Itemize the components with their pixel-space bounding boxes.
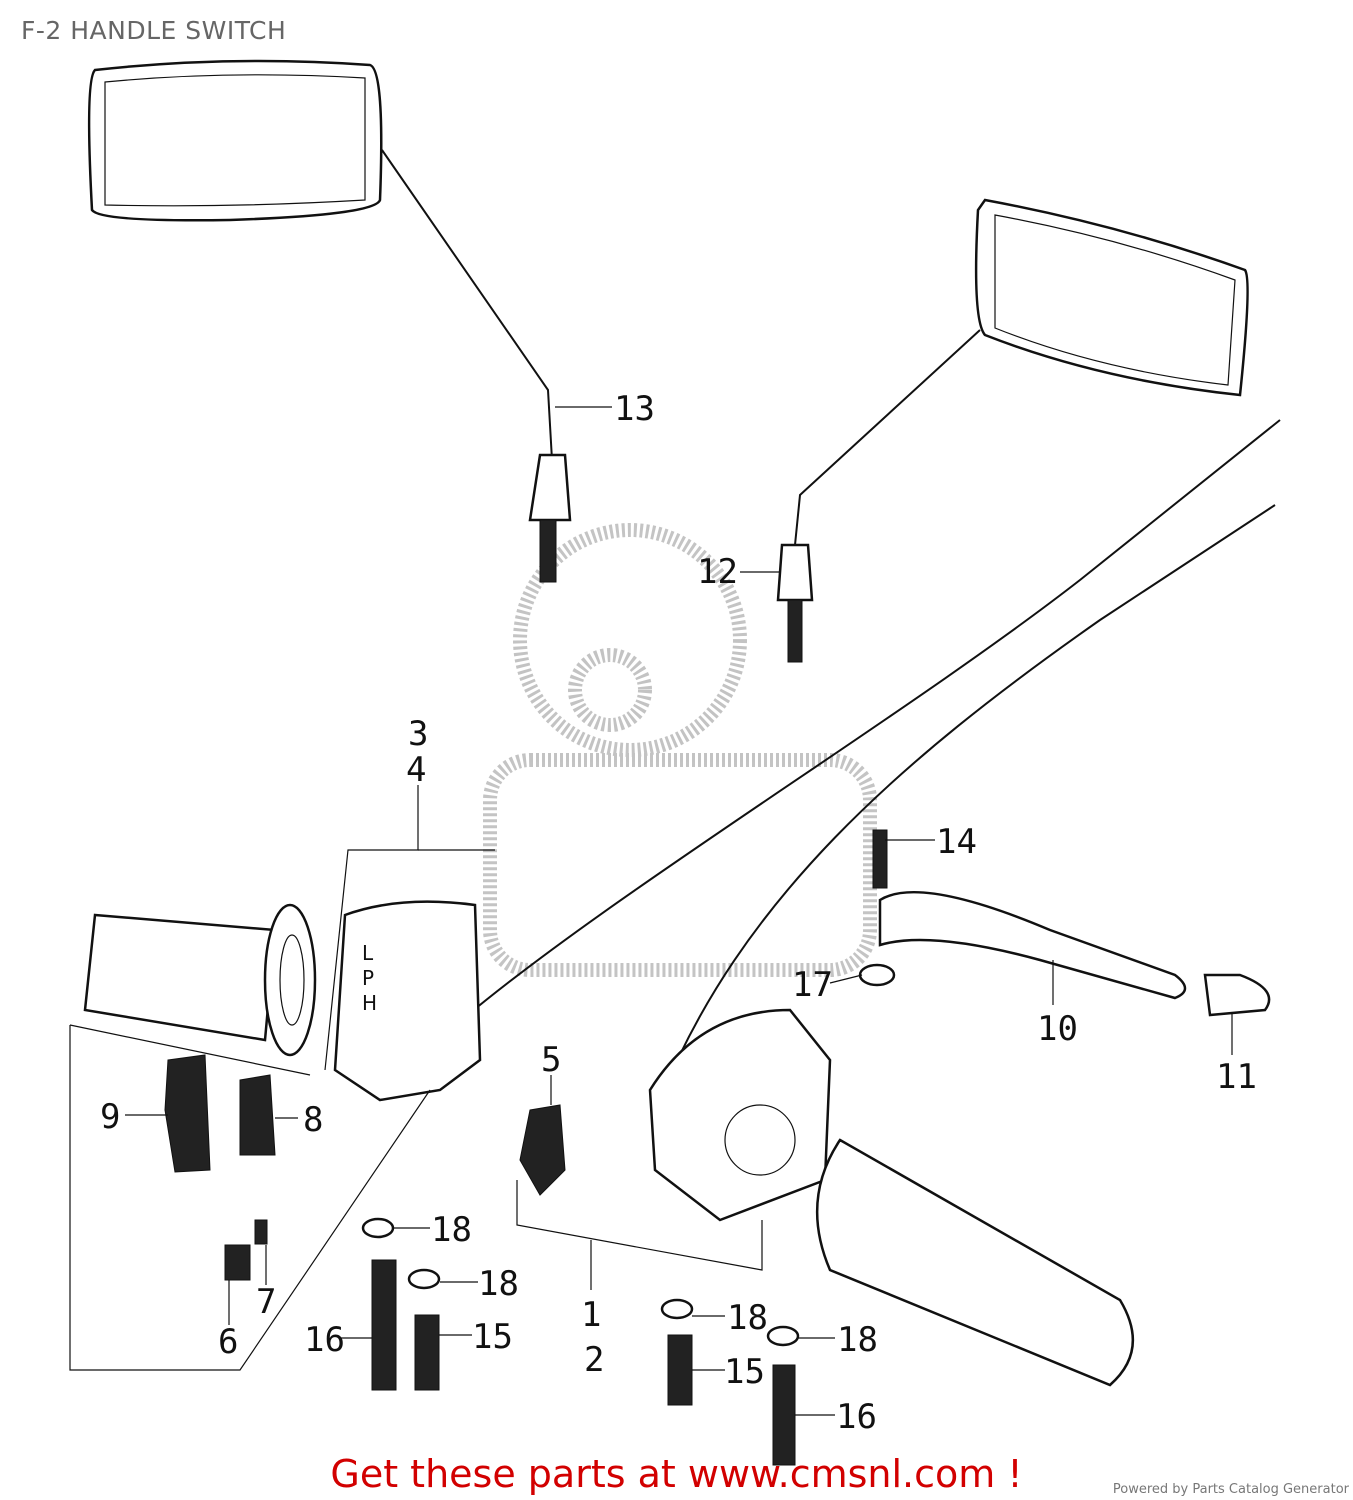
callout-14: 14 <box>936 822 977 862</box>
switch-cables <box>449 419 1281 1101</box>
lever[interactable] <box>878 890 1271 1017</box>
switch-mark-l: L <box>362 941 374 965</box>
switch-mark-p: P <box>362 966 374 990</box>
callout-labels: 13 12 3 4 14 17 10 11 9 8 5 18 18 7 6 16… <box>100 389 1257 1437</box>
callout-15b: 15 <box>724 1352 765 1392</box>
callout-18c: 18 <box>727 1298 768 1338</box>
callout-13: 13 <box>614 389 655 429</box>
switch-mark-h: H <box>362 991 377 1015</box>
powered-by-text: Powered by Parts Catalog Generator <box>1112 1482 1349 1497</box>
callout-1: 1 <box>581 1295 601 1335</box>
left-handlebar-grip[interactable] <box>83 903 317 1057</box>
callout-2: 2 <box>584 1340 604 1380</box>
callout-8: 8 <box>303 1100 323 1140</box>
right-handlebar-grip[interactable] <box>815 1138 1135 1387</box>
callout-4: 4 <box>406 750 426 790</box>
callout-15a: 15 <box>472 1317 513 1357</box>
small-parts[interactable] <box>164 829 896 1466</box>
callout-10: 10 <box>1037 1009 1078 1049</box>
callout-5: 5 <box>541 1040 561 1080</box>
left-switch-housing[interactable]: L P H <box>333 900 482 1102</box>
buy-parts-link[interactable]: Get these parts at www.cmsnl.com ! <box>330 1452 1023 1496</box>
mirror-right[interactable] <box>776 198 1249 663</box>
callout-16a: 16 <box>304 1320 345 1360</box>
diagram-title: F-2 HANDLE SWITCH <box>21 16 287 45</box>
callout-18b: 18 <box>478 1264 519 1304</box>
callout-16b: 16 <box>836 1397 877 1437</box>
callout-12: 12 <box>697 552 738 592</box>
callout-7: 7 <box>256 1282 276 1322</box>
callout-11: 11 <box>1216 1057 1257 1097</box>
leader-lines <box>69 406 1233 1416</box>
watermark-logo <box>483 523 877 977</box>
callout-3: 3 <box>408 714 428 754</box>
callout-6: 6 <box>218 1322 238 1362</box>
right-switch-housing[interactable] <box>648 1008 832 1222</box>
callout-17: 17 <box>792 965 833 1005</box>
callout-18d: 18 <box>837 1320 878 1360</box>
callout-9: 9 <box>100 1097 120 1137</box>
callout-18a: 18 <box>431 1210 472 1250</box>
mirror-left[interactable] <box>87 59 572 583</box>
